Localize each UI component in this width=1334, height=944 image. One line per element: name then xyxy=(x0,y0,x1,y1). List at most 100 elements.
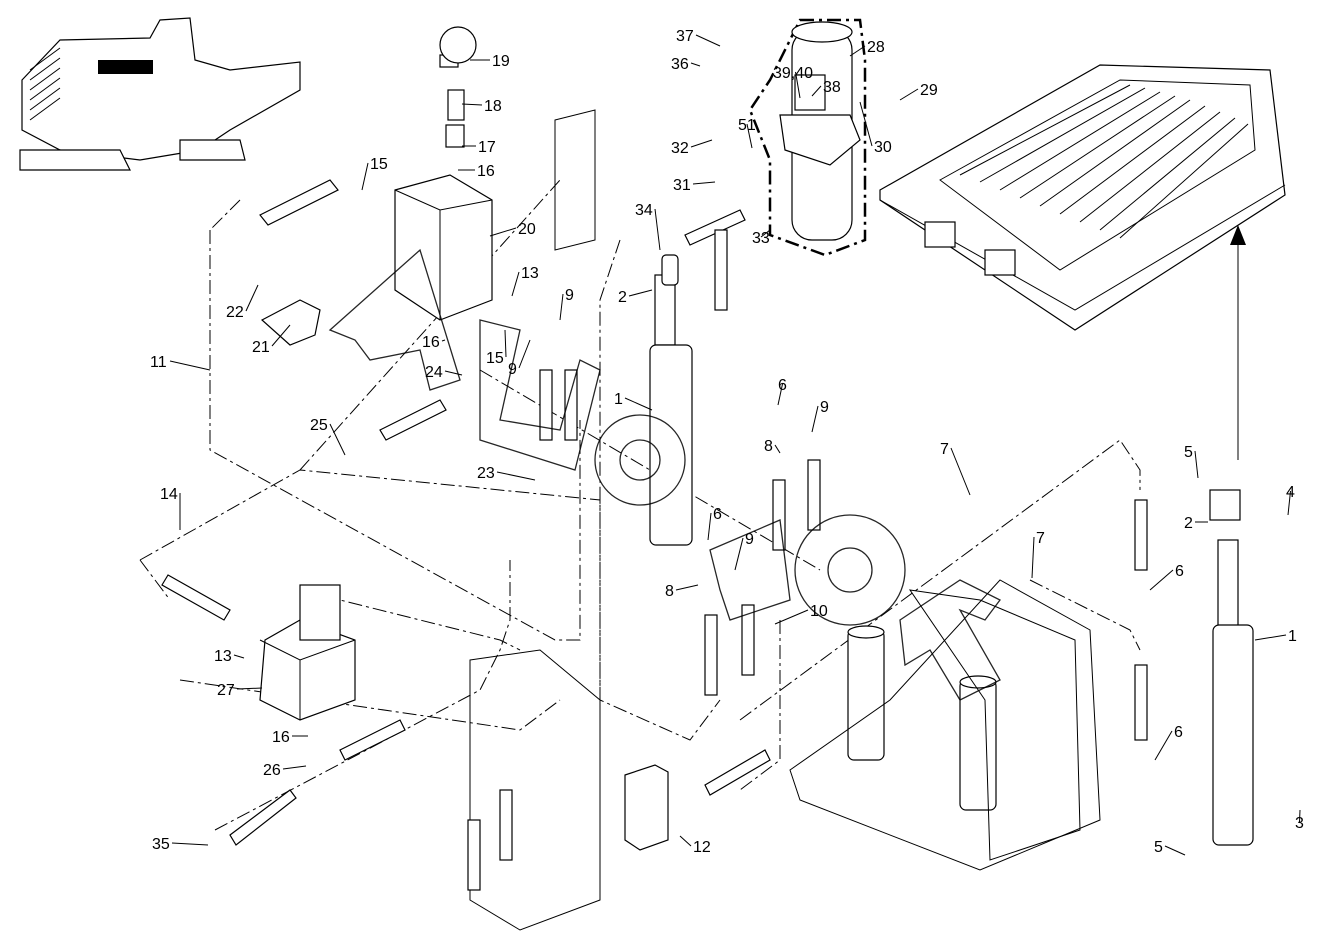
callout-leader xyxy=(899,88,919,101)
callout-leader xyxy=(760,229,771,238)
callout-label: 13 xyxy=(214,648,232,665)
callout-leader xyxy=(690,139,713,148)
callout-label: 26 xyxy=(263,762,281,779)
callout-leader xyxy=(746,123,753,149)
callout-label: 8 xyxy=(665,583,674,600)
frames xyxy=(469,109,1101,931)
callout-label: 5 xyxy=(1154,839,1163,856)
callout-label: 36 xyxy=(671,56,689,73)
machine-thumbnail xyxy=(19,17,301,171)
callout-leader xyxy=(441,339,446,342)
valve-blocks xyxy=(259,26,669,851)
callout-label: 38 xyxy=(823,79,841,96)
callout-label: 51 xyxy=(738,117,756,134)
callout-leader xyxy=(496,471,536,481)
callout-leader xyxy=(774,444,781,454)
callout-label: 7 xyxy=(1036,530,1045,547)
callout-label: 34 xyxy=(635,202,653,219)
callout-leader xyxy=(444,370,463,376)
callout-leader xyxy=(1154,730,1173,761)
callout-leader xyxy=(1299,809,1301,823)
callout-leader xyxy=(628,289,653,297)
callout-label: 8 xyxy=(764,438,773,455)
callout-label: 1 xyxy=(614,391,623,408)
callout-label: 12 xyxy=(693,839,711,856)
callout-label: 33 xyxy=(752,230,770,247)
callout-leader xyxy=(774,609,809,625)
callout-label: 35 xyxy=(152,836,170,853)
callout-label: 37 xyxy=(676,28,694,45)
callout-leader xyxy=(329,423,346,456)
callout-leader xyxy=(559,293,564,321)
callout-label: 30 xyxy=(874,139,892,156)
callout-leader xyxy=(1254,634,1287,641)
callout-leader xyxy=(1149,569,1174,591)
callout-leader xyxy=(282,765,307,770)
callout-label: 6 xyxy=(713,506,722,523)
callout-leader xyxy=(679,835,692,847)
callout-leader xyxy=(1164,845,1186,856)
callout-leader xyxy=(675,584,699,591)
callout-label: 4 xyxy=(1286,484,1295,501)
callout-label: 9 xyxy=(820,399,829,416)
callout-leader xyxy=(811,85,822,97)
callout-label: 39,40 xyxy=(773,65,813,82)
callout-leader xyxy=(518,339,531,369)
cover-tray xyxy=(879,64,1286,460)
callout-label: 7 xyxy=(940,441,949,458)
callout-label: 29 xyxy=(920,82,938,99)
callout-leader xyxy=(695,34,721,47)
callout-label: 15 xyxy=(370,156,388,173)
cylinders xyxy=(649,254,1254,846)
callout-leader xyxy=(849,45,866,57)
callout-leader xyxy=(489,227,517,237)
callout-leader xyxy=(734,537,744,571)
callout-leader xyxy=(504,329,507,358)
callout-label: 3 xyxy=(1295,815,1304,832)
hoses xyxy=(161,179,1148,891)
callout-label: 18 xyxy=(484,98,502,115)
callout-leader xyxy=(777,383,783,406)
callout-label: 20 xyxy=(518,221,536,238)
callout-label: 16 xyxy=(272,729,290,746)
callout-leader xyxy=(1287,490,1291,516)
callout-label: 22 xyxy=(226,304,244,321)
callout-label: 9 xyxy=(565,287,574,304)
callout-label: 2 xyxy=(1184,515,1193,532)
callout-label: 16 xyxy=(477,163,495,180)
callout-label: 25 xyxy=(310,417,328,434)
callout-leader xyxy=(461,103,483,106)
callout-leader xyxy=(511,271,520,297)
callout-label: 9 xyxy=(508,361,517,378)
callout-label: 14 xyxy=(160,486,178,503)
callout-leader xyxy=(271,324,291,347)
callout-label: 31 xyxy=(673,177,691,194)
callout-label: 19 xyxy=(492,53,510,70)
callout-label: 1 xyxy=(1288,628,1297,645)
callout-leader xyxy=(169,360,211,371)
callout-label: 10 xyxy=(810,603,828,620)
callout-leader xyxy=(624,397,653,411)
callout-label: 32 xyxy=(671,140,689,157)
watermark xyxy=(328,248,1001,701)
callout-leader xyxy=(690,62,701,67)
callout-leader xyxy=(654,208,661,251)
hose-routes xyxy=(139,179,1141,831)
callout-label: 27 xyxy=(217,682,235,699)
callout-leader xyxy=(236,687,263,690)
callout-label: 28 xyxy=(867,39,885,56)
callout-leader xyxy=(795,71,801,99)
callout-label: 16 xyxy=(422,334,440,351)
callout-leader xyxy=(692,181,716,185)
callout-leader xyxy=(171,842,209,846)
callout-leader xyxy=(950,447,971,496)
callout-label: 6 xyxy=(1174,724,1183,741)
callout-leader xyxy=(1194,450,1199,479)
callout-leader xyxy=(361,162,369,191)
callout-leader xyxy=(811,405,819,433)
callout-label: 5 xyxy=(1184,444,1193,461)
callout-label: 11 xyxy=(150,354,167,371)
callout-leader xyxy=(233,654,245,659)
callout-label: 2 xyxy=(618,289,627,306)
